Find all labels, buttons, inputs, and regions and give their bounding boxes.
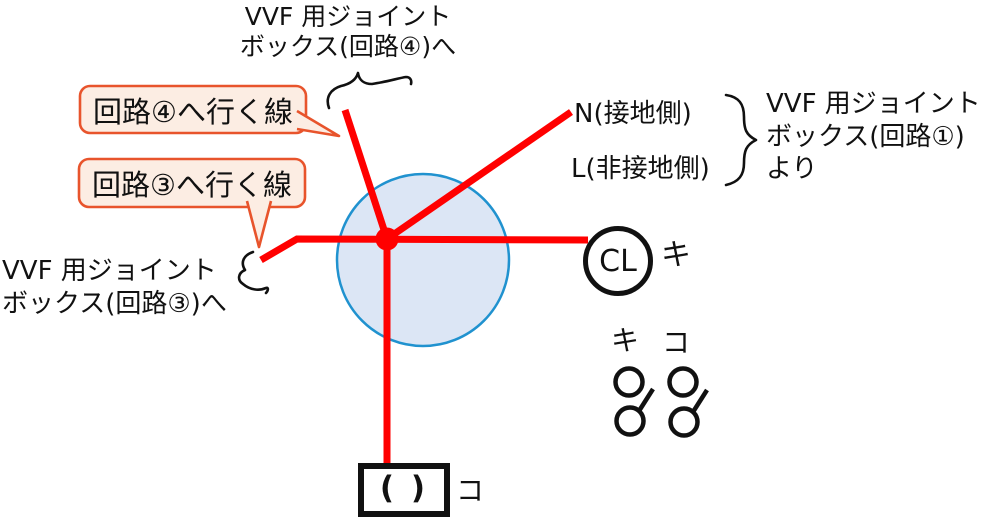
junction-box-circle [335,172,511,348]
callout-circuit4-tail [296,109,341,138]
wire-l-label: L(非接地側) [571,154,710,184]
ceiling-light-symbol [583,226,653,296]
switch-ki-symbol [613,366,655,437]
callout-circuit3-tail [245,200,273,249]
top-note-line2: ボックス(回路④)へ [239,32,457,61]
switch-ko-lever [691,388,709,414]
left-note-line1: VVF 用ジョイント [2,256,217,286]
left-brace-icon [237,250,270,295]
callout-circuit4-label: 回路④へ行く線 [93,94,293,129]
right-brace-icon [724,93,758,187]
left-note: VVF 用ジョイント ボックス(回路③)へ [2,255,227,321]
callout-circuit4-bubble [78,84,308,135]
wire-n-label: N(接地側) [574,99,692,129]
switch-ko-top-terminal [667,366,699,398]
switch-ko-bottom-terminal [668,406,700,438]
junction-dot [375,227,399,251]
switch-ko-tag: コ [662,326,691,359]
callout-circuit3-label: 回路③へ行く線 [92,168,292,202]
switch-ki-lever [637,387,655,413]
switch-ki-tag: キ [611,324,640,357]
wire-circuit3-to-light [259,235,589,264]
ceiling-light-label: CL [599,244,637,279]
source-note-line1: VVF 用ジョイント [766,89,981,119]
callout-circuit3-bubble [77,157,307,209]
source-note: VVF 用ジョイント ボックス(回路①) より [766,88,981,186]
switch-ki-bottom-terminal [614,405,646,437]
source-note-line2: ボックス(回路①) [766,121,965,152]
source-note-line3: より [766,154,818,184]
left-note-line2: ボックス(回路③)へ [2,289,227,319]
receptacle-symbol-box [358,463,450,517]
top-brace-icon [326,71,413,110]
switch-ki-top-terminal [613,366,645,398]
switch-ko-symbol [667,366,709,438]
ceiling-light-tag: キ [661,238,691,273]
top-note-line1: VVF 用ジョイント [244,2,452,31]
top-note: VVF 用ジョイント ボックス(回路④)へ [198,2,498,62]
wire-from-circuit1 [385,109,573,242]
receptacle-tag: コ [456,474,485,507]
wire-to-circuit4 [341,108,391,241]
receptacle-symbol-label: ( ) [379,469,429,506]
